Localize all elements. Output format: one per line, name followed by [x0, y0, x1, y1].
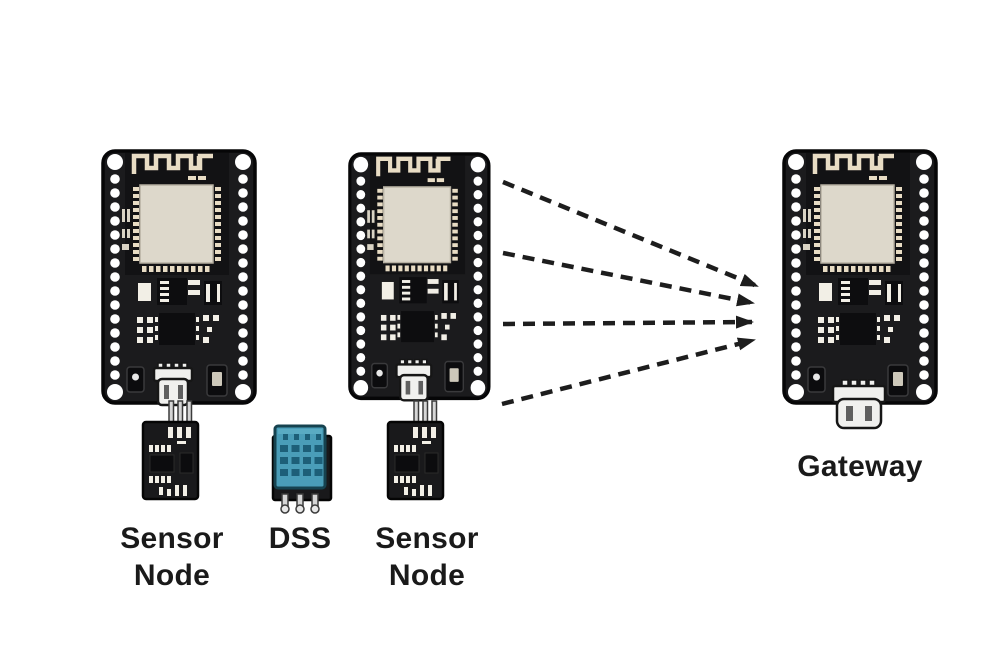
label-line-1: Sensor: [375, 522, 479, 555]
micro-usb-connector: [831, 378, 887, 430]
sensor-node-2-label: Sensor Node: [347, 520, 507, 594]
gateway-label: Gateway: [780, 448, 940, 485]
label-line-2: Node: [133, 559, 211, 592]
wireless-links: [501, 179, 759, 407]
label-line-1: DSS: [268, 522, 332, 555]
label-line-1: Gateway: [797, 450, 923, 483]
sensor-node-2-breakout: [386, 399, 445, 501]
sensor-node-2-graphic: [350, 154, 489, 501]
label-line-2: Node: [388, 559, 466, 592]
micro-usb-connector: [152, 361, 194, 407]
sensor-node-1-breakout: [141, 399, 200, 501]
gateway-graphic: [784, 151, 936, 430]
link-arrow-4: [501, 337, 756, 407]
micro-usb-connector: [395, 358, 433, 402]
sensor-node-1-label: Sensor Node: [92, 520, 252, 594]
dss-label: DSS: [240, 520, 360, 557]
link-arrow-3: [502, 315, 754, 329]
link-arrow-1: [502, 179, 759, 289]
link-arrow-2: [502, 250, 755, 307]
label-line-1: Sensor: [120, 522, 224, 555]
gateway-board: [784, 151, 936, 403]
sensor-node-1-graphic: [103, 151, 255, 501]
dht-sensor: [271, 424, 333, 515]
dss-graphic: [271, 424, 333, 515]
